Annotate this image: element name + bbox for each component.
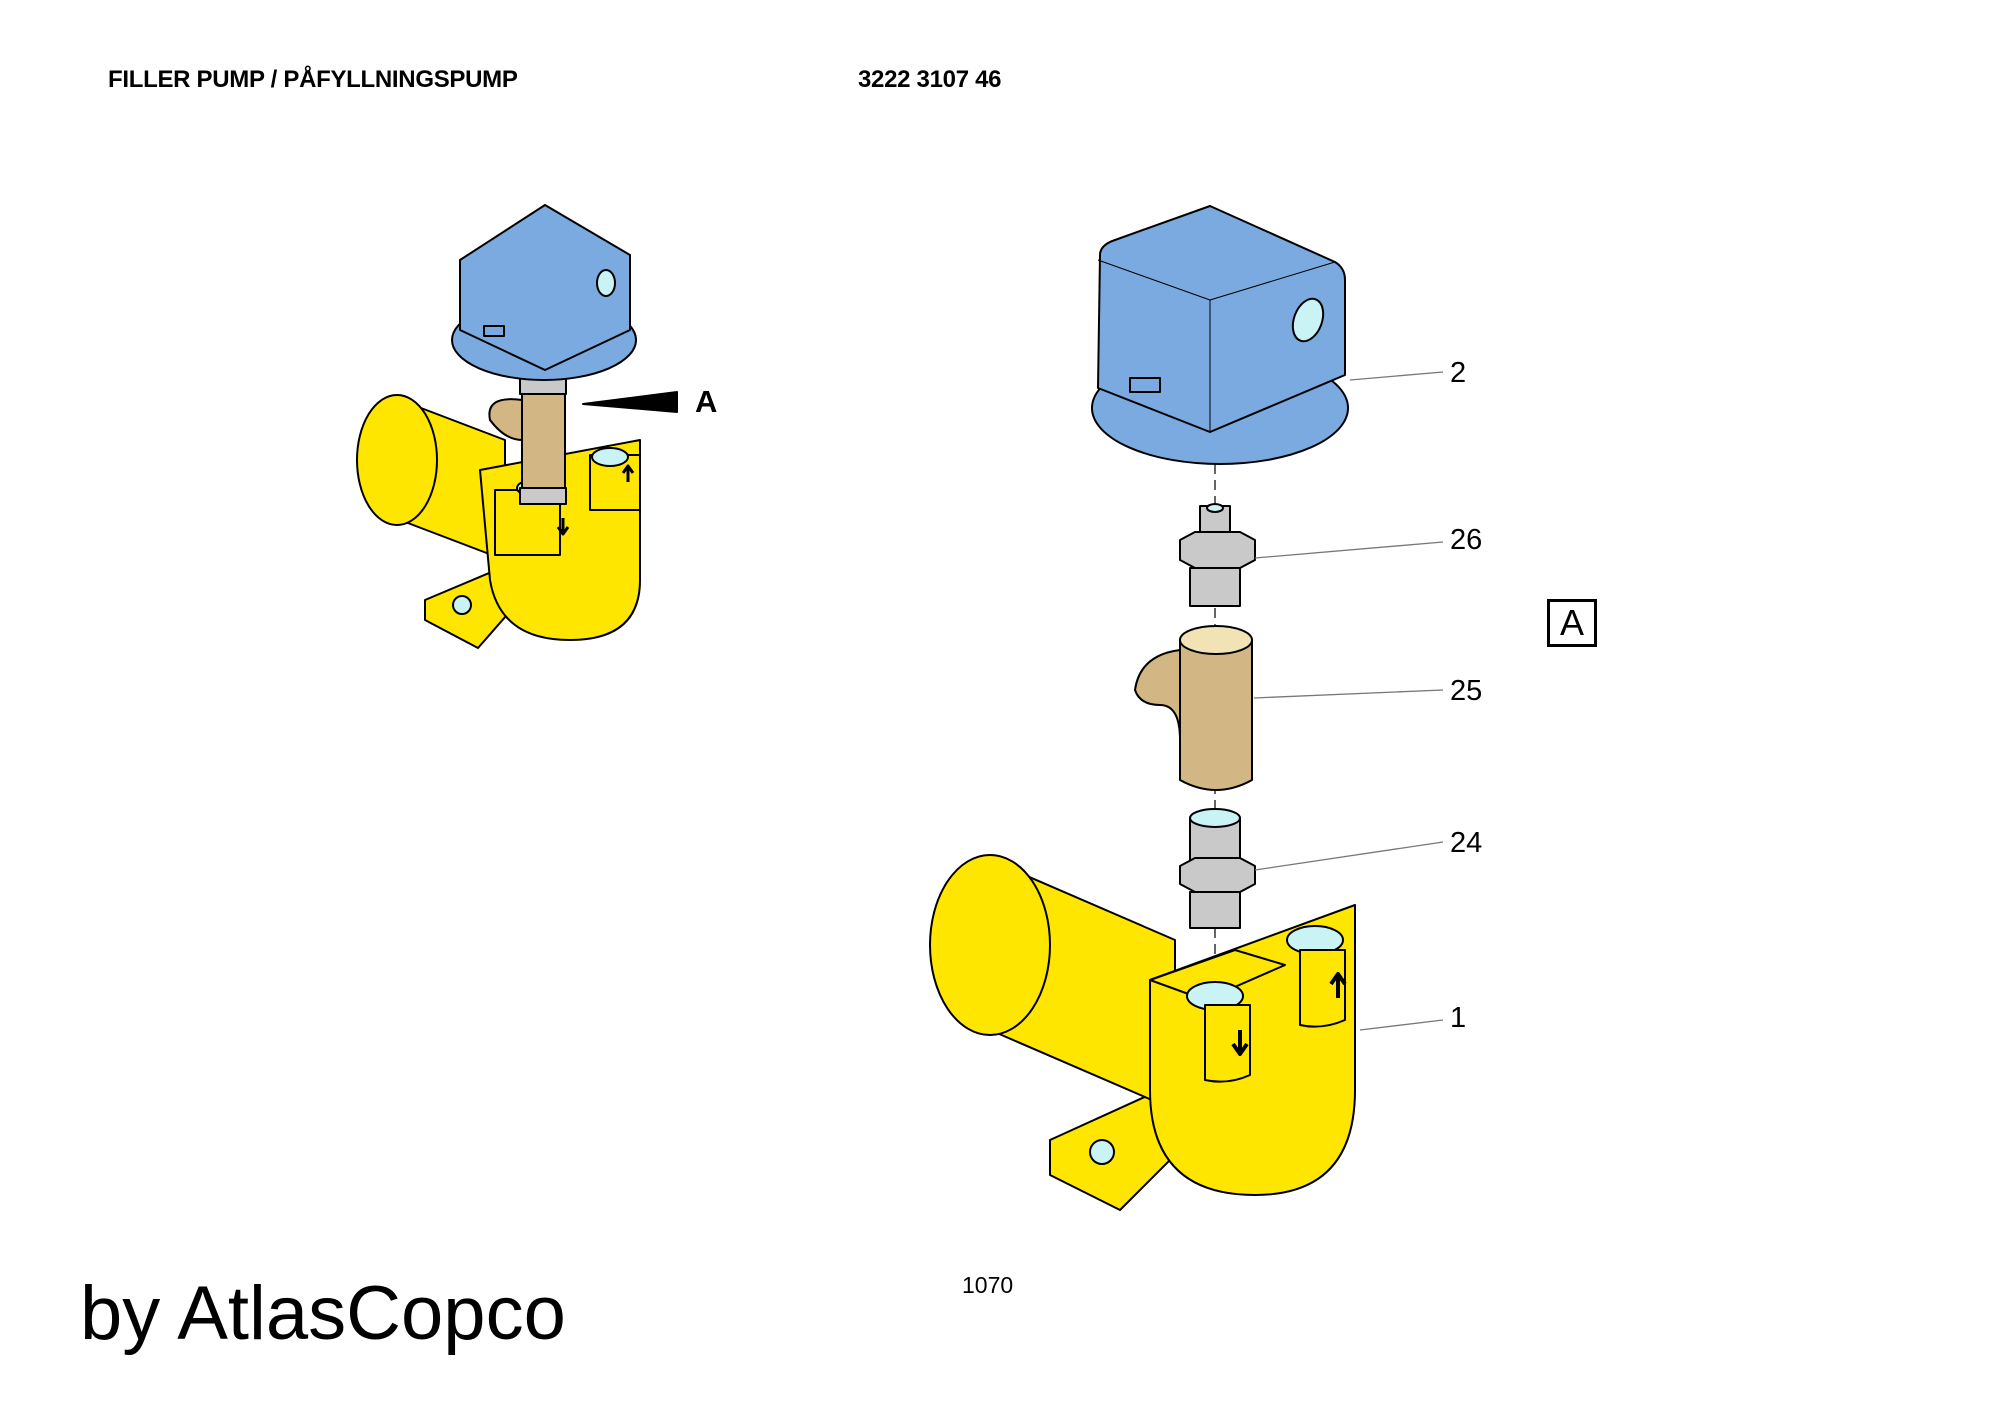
leader-lines	[1253, 371, 1444, 1031]
part-number: 3222 3107 46	[858, 66, 1002, 93]
callout-2: 2	[1450, 357, 1467, 389]
nipple-26-part	[1179, 503, 1256, 607]
callout-24: 24	[1450, 827, 1483, 859]
detail-label-a: A	[1547, 599, 1597, 647]
tee-25-part	[1134, 625, 1253, 791]
detail-marker-a: A	[695, 384, 718, 419]
nipple-24-part	[1179, 808, 1256, 929]
document-title: FILLER PUMP / PÅFYLLNINGSPUMP	[108, 66, 518, 93]
callout-1: 1	[1450, 1002, 1467, 1034]
page-number: 1070	[962, 1272, 1014, 1298]
exploded-assembly	[929, 205, 1356, 1211]
callout-25: 25	[1450, 675, 1483, 707]
pump-1-part	[929, 854, 1356, 1211]
brand-watermark: by AtlasCopco	[80, 1271, 566, 1356]
overview-assembly	[356, 204, 678, 649]
pressure-switch-part	[1091, 205, 1349, 465]
callout-26: 26	[1450, 524, 1483, 556]
